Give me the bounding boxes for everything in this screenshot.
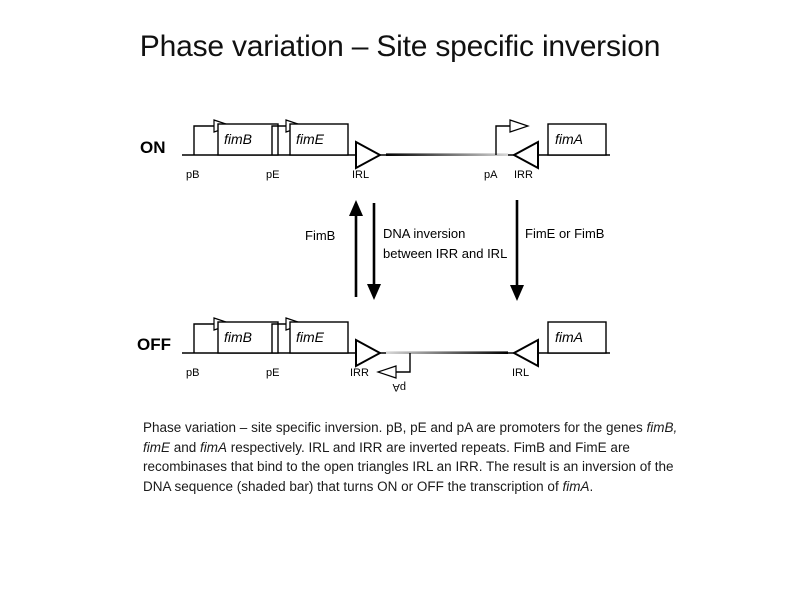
site-label-pA-off: pA	[392, 381, 406, 393]
promoter-pA-on	[495, 119, 530, 155]
gene-box-fimA-off	[547, 321, 607, 354]
caption-part4: respectively. IRL and IRR are inverted r…	[143, 439, 674, 494]
gene-box-fimE-on	[289, 123, 349, 156]
on-state-row: ON fimB pB fimE pE IRL pA	[140, 119, 610, 181]
gene-label-fimA-on: fimA	[555, 131, 583, 147]
site-label-IRR-on: IRR	[514, 169, 533, 181]
transition-label-right: FimE or FimB	[525, 226, 604, 241]
gene-box-fimB-off	[217, 321, 279, 354]
site-label-pA-on: pA	[484, 169, 498, 181]
site-label-pE-on: pE	[266, 169, 279, 181]
caption-part3: and	[170, 439, 201, 455]
shaded-bar-off	[386, 351, 508, 354]
caption-part1: Phase variation – site specific inversio…	[143, 420, 647, 435]
gene-label-fimB-on: fimB	[224, 131, 252, 147]
caption-part5: .	[589, 478, 594, 494]
site-label-IRL-on: IRL	[352, 169, 369, 181]
transition-label-left: FimB	[305, 228, 335, 243]
ir-triangle-IRL-off	[511, 338, 539, 368]
gene-label-fimE-off: fimE	[296, 329, 325, 345]
gene-box-fimA-on	[547, 123, 607, 156]
caption-gene-fimB: fimB,	[646, 420, 678, 435]
figure-caption: Phase variation – site specific inversio…	[143, 418, 688, 496]
off-state-label: OFF	[137, 335, 171, 354]
arrow-down-center	[367, 203, 381, 300]
arrow-down-fimE-or-fimB	[510, 200, 524, 301]
arrow-up-fimB	[349, 200, 363, 297]
site-label-IRR-off: IRR	[350, 367, 369, 379]
caption-gene-fimE: fimE	[143, 439, 170, 455]
site-label-IRL-off: IRL	[512, 367, 529, 379]
site-label-pB-on: pB	[186, 169, 199, 181]
site-label-pE-off: pE	[266, 367, 279, 379]
site-label-pB-off: pB	[186, 367, 199, 379]
ir-triangle-IRR-on	[511, 140, 539, 170]
transition-label-center-line1: DNA inversion	[383, 226, 465, 241]
ir-triangle-IRL-on	[355, 140, 383, 170]
gene-box-fimE-off	[289, 321, 349, 354]
transition-arrows: FimB DNA inversion between IRR and IRL F…	[305, 200, 604, 301]
caption-gene-fimA-2: fimA	[562, 478, 590, 494]
caption-gene-fimA-1: fimA	[200, 439, 228, 455]
ir-triangle-IRR-off	[355, 338, 383, 368]
page-title: Phase variation – Site specific inversio…	[139, 30, 661, 63]
gene-label-fimA-off: fimA	[555, 329, 583, 345]
off-state-row: OFF fimB pB fimE pE IRR pA IRL	[137, 317, 610, 393]
promoter-pA-off	[376, 353, 411, 379]
on-state-label: ON	[140, 138, 166, 157]
transition-label-center-line2: between IRR and IRL	[383, 246, 507, 261]
gene-label-fimE-on: fimE	[296, 131, 325, 147]
gene-box-fimB-on	[217, 123, 279, 156]
gene-label-fimB-off: fimB	[224, 329, 252, 345]
shaded-bar-on	[386, 153, 508, 156]
